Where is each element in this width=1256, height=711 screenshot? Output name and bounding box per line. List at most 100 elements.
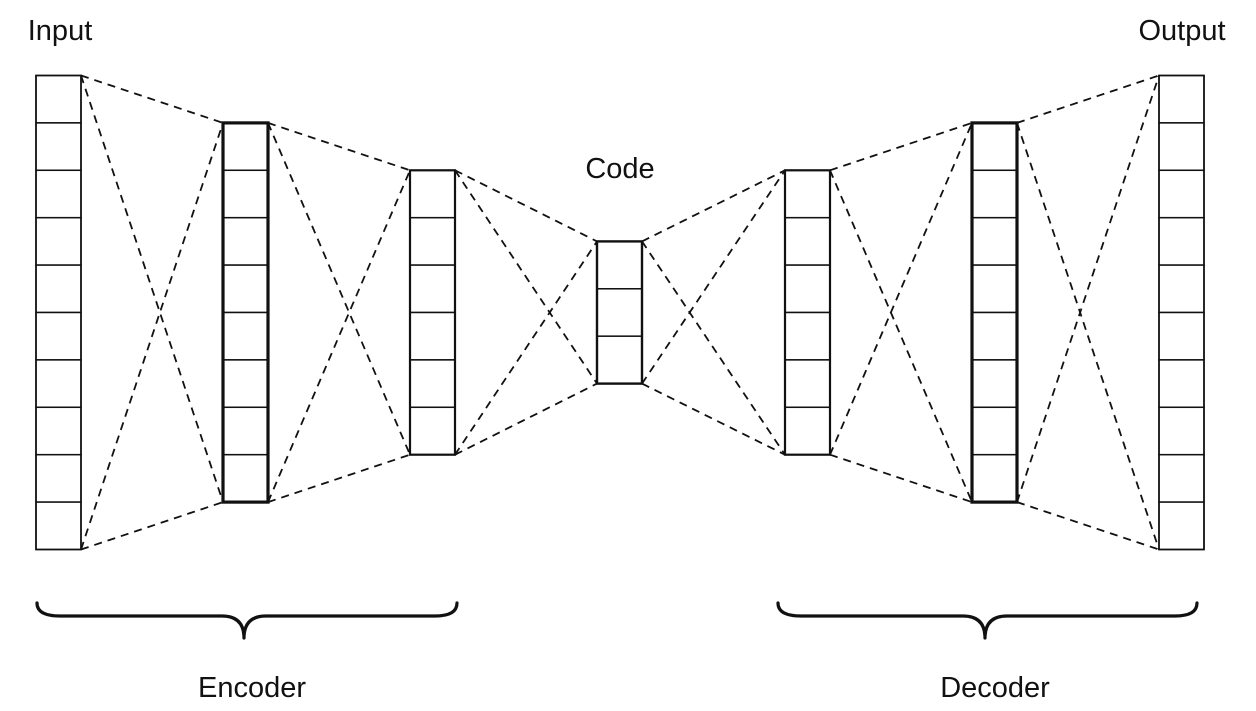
layer-cell (784, 264, 831, 314)
layer-cell (971, 453, 1018, 503)
connection-decoder-hidden-2-to-output-2 (1016, 122, 1160, 550)
connection-decoder-hidden-1-to-decoder-hidden-2-0 (829, 122, 973, 172)
layer-cell (35, 216, 82, 266)
layer-outline (970, 121, 1019, 504)
layer-cell (222, 359, 269, 409)
layer-outline (1158, 74, 1205, 551)
connection-encoder-hidden-1-to-encoder-hidden-2-2 (267, 122, 411, 456)
layer-cell (971, 311, 1018, 361)
layer-cell (971, 216, 1018, 266)
layer-outline (595, 240, 644, 385)
connection-encoder-hidden-2-to-code-2 (454, 169, 598, 385)
connection-decoder-hidden-2-to-output-0 (1016, 74, 1160, 124)
input-label: Input (28, 15, 93, 47)
connection-encoder-hidden-2-to-code-3 (454, 240, 598, 456)
layer-cell (784, 359, 831, 409)
layer-cell (1158, 501, 1205, 551)
layer-cell (971, 122, 1018, 172)
layer-cell (409, 359, 456, 409)
layer-outline (35, 74, 82, 551)
layer-cell (596, 240, 643, 290)
connection-input-to-encoder-hidden-1-1 (80, 501, 224, 551)
layer-outline (408, 169, 457, 456)
layer-cell (409, 311, 456, 361)
layer-cell (222, 311, 269, 361)
layer-cell (222, 122, 269, 172)
connection-encoder-hidden-1-to-encoder-hidden-2-3 (267, 169, 411, 503)
layer-cell (35, 264, 82, 314)
layer-code (595, 240, 644, 385)
layer-cell (971, 264, 1018, 314)
encoder-label: Encoder (198, 672, 306, 704)
layer-cell (971, 169, 1018, 219)
connection-decoder-hidden-2-to-output-3 (1016, 75, 1160, 503)
connection-input-to-encoder-hidden-1-2 (80, 75, 224, 503)
connection-encoder-hidden-1-to-encoder-hidden-2-1 (267, 453, 411, 503)
connection-decoder-hidden-1-to-decoder-hidden-2-2 (829, 169, 973, 503)
layer-cell (409, 264, 456, 314)
connection-code-to-decoder-hidden-1-0 (641, 169, 786, 243)
connection-input-to-encoder-hidden-1-0 (80, 74, 224, 124)
layer-cell (222, 169, 269, 219)
layer-cell (35, 501, 82, 551)
layer-encoder-hidden-2 (408, 169, 457, 456)
decoder-label: Decoder (940, 672, 1050, 704)
layer-cell (409, 169, 456, 219)
layer-cell (1158, 264, 1205, 314)
layer-cell (596, 335, 643, 385)
decoder-brace (776, 601, 1199, 640)
layer-cell (222, 216, 269, 266)
layer-decoder-hidden-1 (783, 169, 832, 456)
connection-decoder-hidden-1-to-decoder-hidden-2-3 (829, 122, 973, 456)
layer-cell (409, 216, 456, 266)
layer-cell (222, 453, 269, 503)
layer-cell (35, 406, 82, 456)
layer-cell (784, 216, 831, 266)
layer-outline (783, 169, 832, 456)
layer-cell (784, 406, 831, 456)
connection-encoder-hidden-2-to-code-0 (454, 169, 598, 243)
connection-encoder-hidden-1-to-encoder-hidden-2-0 (267, 122, 411, 172)
layer-cell (222, 406, 269, 456)
connection-decoder-hidden-1-to-decoder-hidden-2-1 (829, 453, 973, 503)
layer-cell (409, 406, 456, 456)
connection-encoder-hidden-2-to-code-1 (454, 382, 598, 456)
layer-cell (1158, 122, 1205, 172)
layer-cell (35, 311, 82, 361)
connection-code-to-decoder-hidden-1-3 (641, 169, 786, 385)
braces (35, 601, 1199, 640)
layer-cell (35, 453, 82, 503)
layer-cell (35, 169, 82, 219)
layer-decoder-hidden-2 (970, 121, 1019, 504)
layers (35, 74, 1205, 551)
layer-cell (35, 359, 82, 409)
layer-input (35, 74, 82, 551)
connection-input-to-encoder-hidden-1-3 (80, 122, 224, 550)
layer-cell (35, 122, 82, 172)
output-label: Output (1138, 15, 1225, 47)
layer-outline (221, 121, 270, 504)
connection-code-to-decoder-hidden-1-2 (641, 240, 786, 456)
layer-cell (784, 311, 831, 361)
layer-cell (1158, 453, 1205, 503)
layer-cell (35, 74, 82, 124)
layer-cell (1158, 74, 1205, 124)
layer-output (1158, 74, 1205, 551)
layer-cell (1158, 216, 1205, 266)
layer-encoder-hidden-1 (221, 121, 270, 504)
layer-cell (222, 264, 269, 314)
layer-cell (1158, 359, 1205, 409)
layer-cell (784, 169, 831, 219)
layer-cell (596, 288, 643, 337)
encoder-brace (35, 601, 459, 640)
layer-cell (1158, 406, 1205, 456)
connection-code-to-decoder-hidden-1-1 (641, 382, 786, 456)
connections (80, 74, 1160, 551)
layer-cell (971, 406, 1018, 456)
layer-cell (1158, 311, 1205, 361)
layer-cell (1158, 169, 1205, 219)
code-label: Code (585, 153, 654, 185)
layer-cell (971, 359, 1018, 409)
connection-decoder-hidden-2-to-output-1 (1016, 501, 1160, 551)
